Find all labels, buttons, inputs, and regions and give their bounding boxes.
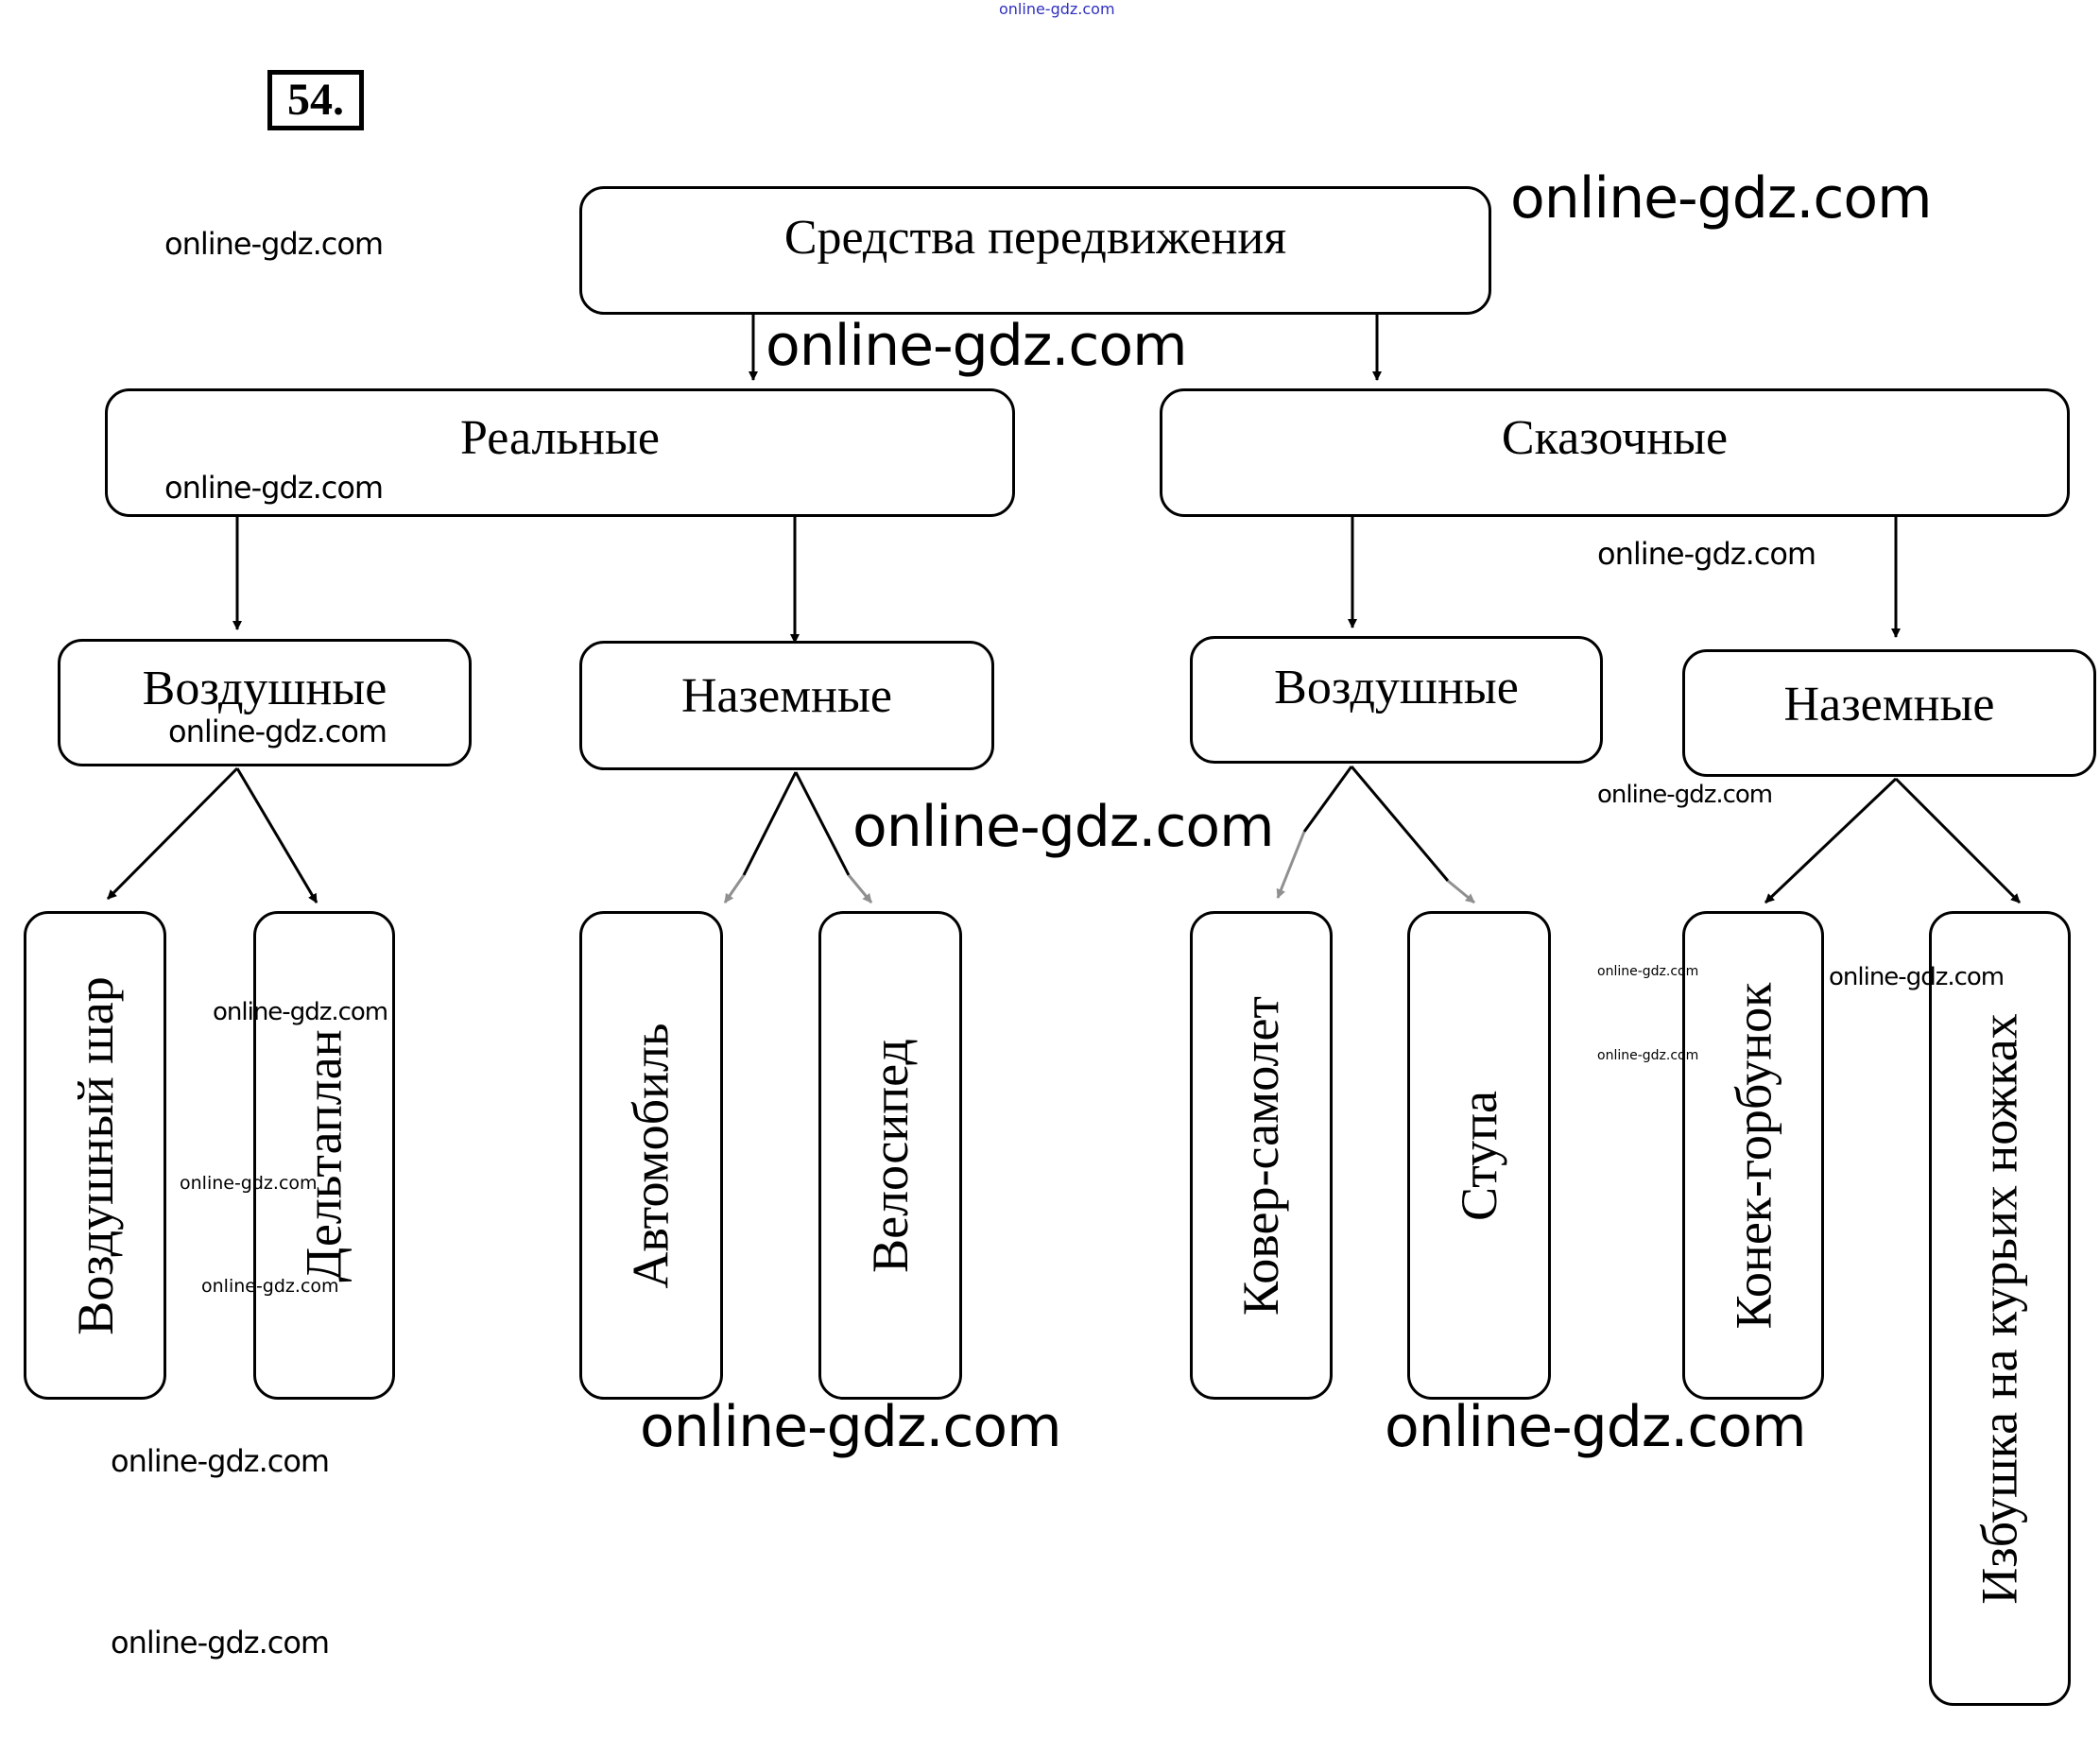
faded-arrow-stupa	[1447, 879, 1475, 904]
node-fairy-ground: Наземные	[1682, 649, 2096, 777]
faded-arrow-car	[723, 874, 746, 903]
watermark: online-gdz.com	[201, 1276, 339, 1297]
watermark: online-gdz.com	[164, 470, 384, 506]
leaf-bicycle: Велосипед	[818, 911, 962, 1400]
node-root: Средства передвижения	[579, 186, 1491, 315]
leaf-flying-carpet: Ковер-самолет	[1190, 911, 1333, 1400]
watermark: online-gdz.com	[1597, 964, 1699, 979]
watermark: online-gdz.com	[1597, 536, 1816, 572]
watermark: online-gdz.com	[852, 794, 1275, 860]
node-real-ground-label: Наземные	[680, 669, 892, 723]
faded-arrow-bike	[847, 874, 873, 903]
watermark: online-gdz.com	[1510, 165, 1933, 232]
watermark: online-gdz.com	[999, 0, 1115, 18]
arrow-ground-to-car	[742, 771, 798, 876]
leaf-hut-on-chicken-legs: Избушка на курьих ножках	[1929, 911, 2071, 1706]
node-fairy-air: Воздушные	[1190, 636, 1603, 764]
leaf-balloon-label: Воздушный шар	[66, 975, 124, 1335]
leaf-stupa: Ступа	[1407, 911, 1551, 1400]
leaf-hangglider: Дельтаплан	[253, 911, 395, 1400]
arrow-fairy-ground-to-horse	[1764, 777, 1898, 904]
watermark: online-gdz.com	[1597, 1048, 1699, 1063]
leaf-car: Автомобиль	[579, 911, 723, 1400]
leaf-hut-on-chicken-legs-label: Избушка на курьих ножках	[1971, 1012, 2029, 1605]
watermark: online-gdz.com	[111, 1625, 330, 1661]
leaf-humpbacked-horse-label: Конек-горбунок	[1725, 982, 1782, 1329]
node-fairy-air-label: Воздушные	[1274, 661, 1519, 714]
watermark: online-gdz.com	[640, 1394, 1062, 1460]
watermark: online-gdz.com	[180, 1173, 318, 1194]
watermark: online-gdz.com	[1385, 1394, 1807, 1460]
exercise-number: 54.	[267, 70, 364, 130]
watermark: online-gdz.com	[1829, 963, 2005, 991]
node-real-ground: Наземные	[579, 641, 994, 770]
faded-arrow-carpet	[1276, 831, 1306, 899]
node-real-label: Реальные	[460, 411, 660, 465]
leaf-hangglider-label: Дельтаплан	[296, 1028, 353, 1282]
watermark: online-gdz.com	[164, 226, 384, 262]
arrow-fairy-ground-to-hut	[1894, 777, 2022, 904]
node-real-air-label: Воздушные	[142, 662, 387, 715]
leaf-bicycle-label: Велосипед	[862, 1038, 919, 1273]
arrow-fairy-air-to-carpet	[1302, 766, 1353, 833]
node-real: Реальные	[105, 388, 1015, 517]
leaf-flying-carpet-label: Ковер-самолет	[1232, 995, 1290, 1316]
exercise-number-text: 54.	[287, 75, 344, 125]
node-real-air: Воздушные	[58, 639, 472, 766]
node-fairy-label: Сказочные	[1501, 411, 1729, 465]
watermark: online-gdz.com	[213, 998, 388, 1026]
arrow-ground-to-bike	[794, 771, 851, 876]
leaf-stupa-label: Ступа	[1451, 1090, 1507, 1221]
watermark: online-gdz.com	[766, 313, 1188, 379]
leaf-humpbacked-horse: Конек-горбунок	[1682, 911, 1824, 1400]
arrow-fairy-air-to-stupa	[1350, 766, 1450, 882]
arrow-air-to-balloon	[106, 766, 239, 901]
arrow-air-to-hangglider	[235, 767, 318, 903]
node-fairy: Сказочные	[1160, 388, 2070, 517]
watermark: online-gdz.com	[111, 1443, 330, 1479]
watermark: online-gdz.com	[168, 714, 387, 749]
leaf-balloon: Воздушный шар	[24, 911, 166, 1400]
node-root-label: Средства передвижения	[783, 211, 1287, 265]
node-fairy-ground-label: Наземные	[1783, 678, 1995, 731]
leaf-car-label: Автомобиль	[623, 1022, 680, 1289]
watermark: online-gdz.com	[1597, 781, 1773, 809]
